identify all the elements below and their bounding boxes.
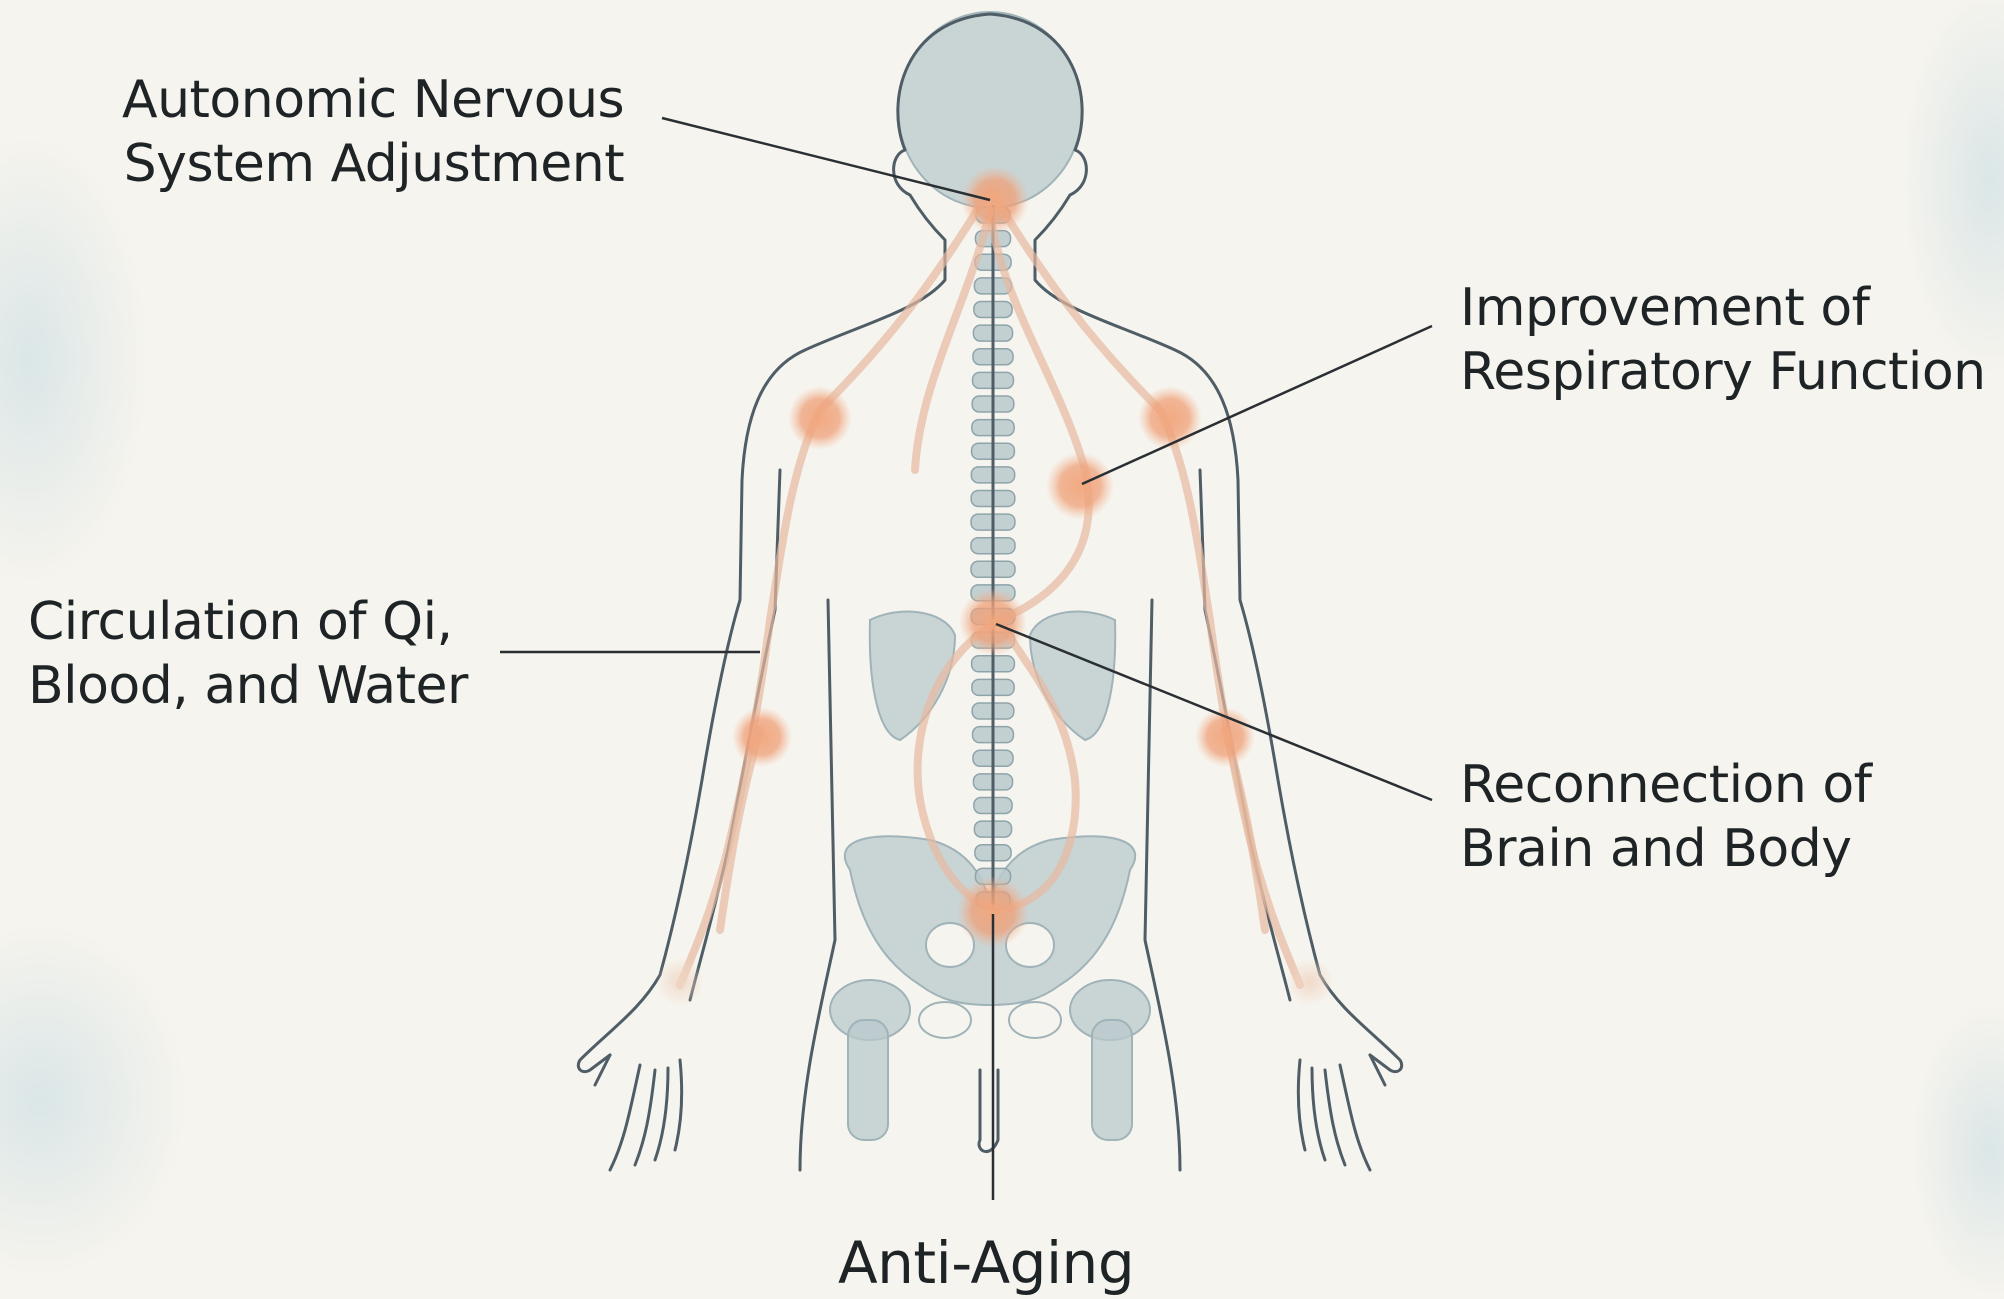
point-left-elbow [732, 707, 792, 767]
label-anti-aging: Anti-Aging [838, 1228, 1134, 1298]
right-femur [1092, 1020, 1132, 1140]
point-right-shoulder [1138, 386, 1202, 450]
point-mid-back [959, 588, 1027, 656]
left-torso [800, 600, 835, 1170]
point-left-wrist [656, 958, 704, 1006]
leg-gap [979, 1070, 998, 1152]
leader-respiratory [1082, 326, 1432, 484]
point-lung [1046, 452, 1114, 520]
label-circulation: Circulation of Qi, Blood, and Water [28, 590, 468, 718]
spine [971, 205, 1015, 910]
right-hand [1298, 1055, 1385, 1170]
left-hand [595, 1055, 682, 1170]
label-reconnection: Reconnection of Brain and Body [1460, 753, 1871, 881]
label-autonomic-nervous-system: Autonomic Nervous System Adjustment [122, 68, 624, 196]
label-respiratory-function: Improvement of Respiratory Function [1460, 276, 1986, 404]
right-scapula [1030, 612, 1115, 740]
point-left-shoulder [788, 386, 852, 450]
left-femur [848, 1020, 888, 1140]
point-neck [961, 166, 1029, 234]
point-right-wrist [1286, 958, 1334, 1006]
